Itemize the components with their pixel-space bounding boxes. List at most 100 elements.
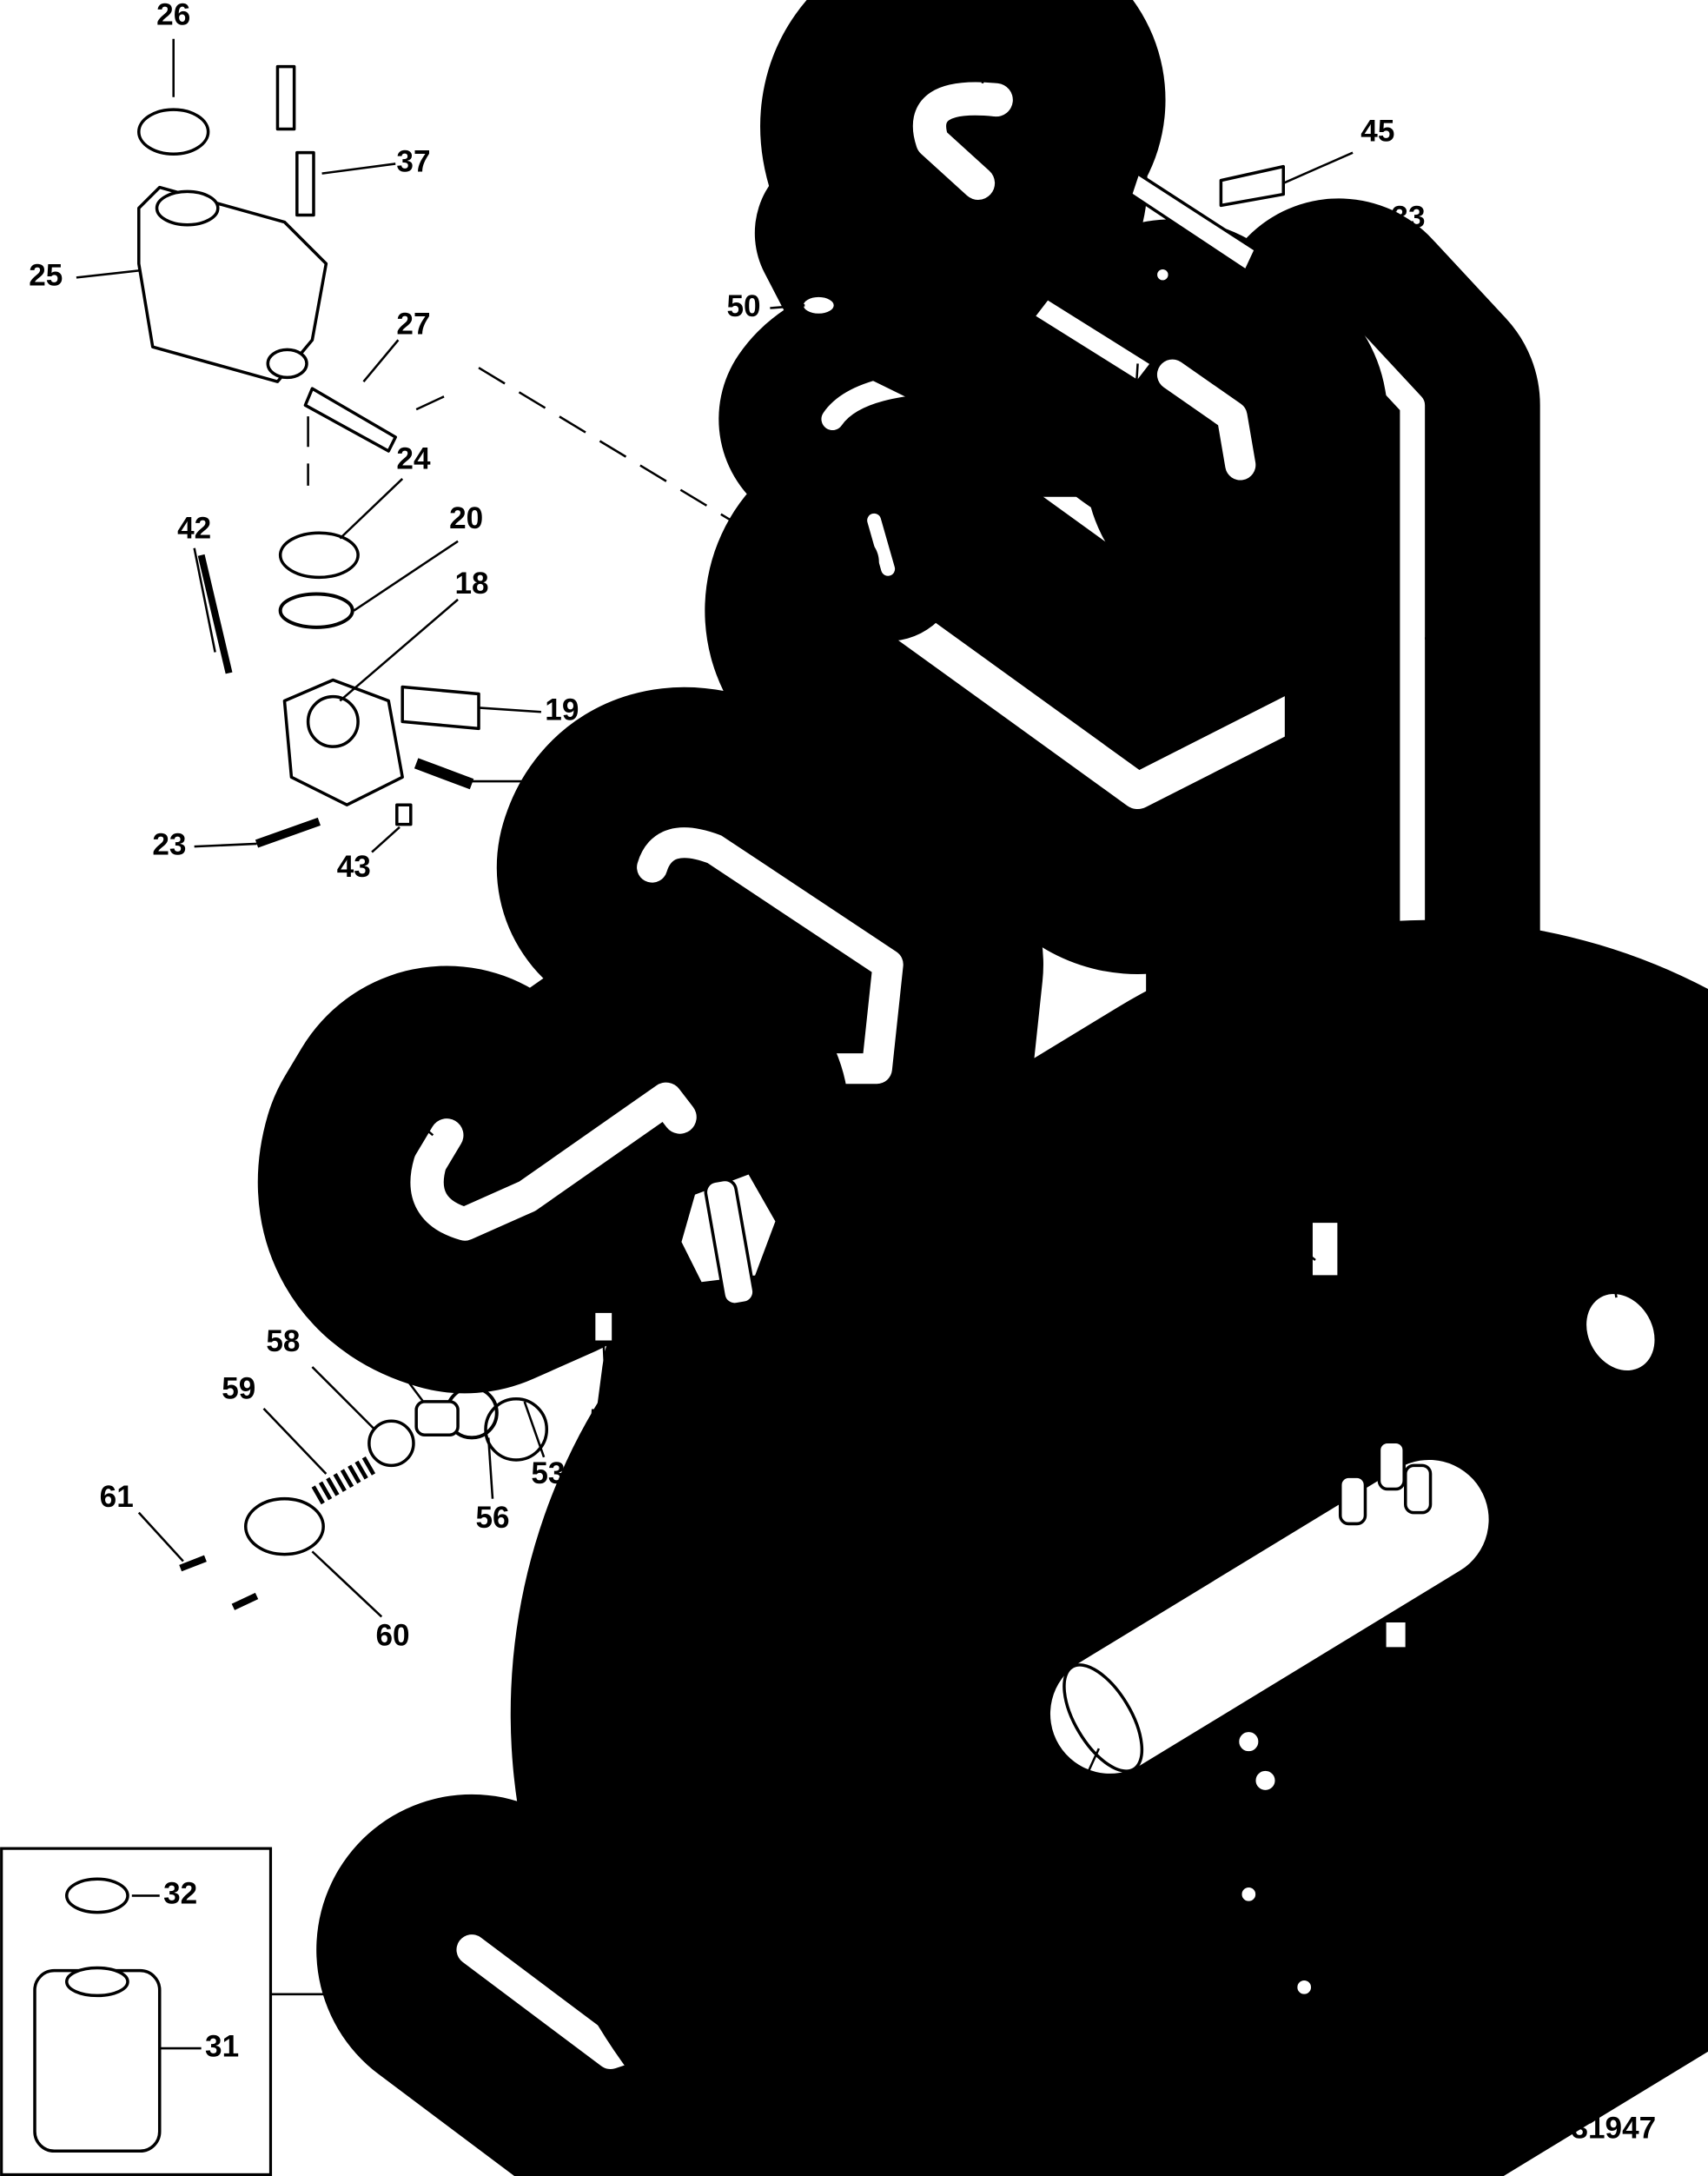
callout-number: 30 [362,1975,396,2009]
clamp-41 [1303,1323,1367,1370]
callout: 32 [131,1877,197,1911]
clamp-17 [898,1697,956,1739]
screw-61b [231,1592,259,1610]
callout: 1 [1032,1748,1101,1883]
callout-number: 2 [1539,1236,1556,1270]
callout-number: 65 [351,1054,385,1088]
callout-leader-line [637,1324,653,1396]
callout: 62 [1247,1199,1316,1262]
callout-number: 37 [396,145,430,179]
clamp-22-body-body [867,513,896,576]
callout-number: 15 [1509,1496,1543,1529]
callout-leader-line [637,894,712,959]
nut-13 [1600,1663,1612,1675]
callout: 4 [1674,1210,1691,1298]
callout-leader-line [915,415,979,439]
callout: 26 [156,0,190,97]
callout-number: 45 [1360,115,1394,149]
callout: 40 [976,3,1010,84]
callout-leader-line [487,1437,494,1499]
callout-number: 59 [222,1371,255,1405]
o-ring-64 [704,869,725,896]
callout-leader-line [1143,1797,1191,1830]
callout-number: 50 [727,289,761,323]
callout: 46 [1255,404,1343,438]
callout: 31 [159,2029,239,2063]
screw-4 [1656,1314,1688,1337]
screw-34 [1154,266,1172,283]
cooler-port [1338,1475,1367,1526]
callout-number: 38 [1239,1831,1273,1865]
housing-opening [306,694,360,748]
callout-leader-line [748,1983,820,2055]
callout: 48 [873,440,943,509]
callout-number: 7 [1209,1960,1227,1994]
callout-number: 44 [554,762,589,796]
callout-leader-line [339,598,459,702]
callout: 54 [637,1324,675,1430]
parts-drawing [33,0,1708,2176]
callout-leader-line [602,1343,608,1402]
callout: 20 [353,501,483,612]
callout-leader-line [381,1345,425,1403]
callout: 57 [344,1306,425,1403]
callout-number: 16 [823,2053,857,2087]
callout: 19 [478,693,579,727]
callout-leader-line [1612,1650,1665,1671]
sensor-42 [197,554,233,674]
callout: 50 [915,415,1019,456]
heat-exchanger-end-cap [1063,1663,1144,1773]
callout-number: 22 [758,659,791,693]
bolt-37b [295,150,315,217]
callout-number: 41 [1215,1271,1249,1305]
callout-leader-line [1608,1256,1618,1298]
clamp-50a [1008,120,1046,152]
screw-7 [1238,1884,1259,1905]
callout-number: 24 [396,441,431,475]
callout-leader-line [523,1401,546,1458]
callout: 43 [337,826,401,884]
callout: 8 [1314,1990,1380,2032]
callout-leader-line [471,1046,512,1100]
spring-59 [311,1456,377,1505]
callout: 18 [339,567,489,702]
callout-number: 50 [816,1503,850,1536]
clamp-50e [857,1417,918,1450]
callout-number: 53 [531,1456,565,1490]
callout-number: 20 [449,501,483,535]
callout-number: 11 [1639,1768,1672,1801]
callout-number: 55 [589,1403,623,1437]
callout: 66 [1111,363,1145,507]
callout-leader-line [1325,287,1413,295]
callout-number: 29 [1153,614,1187,647]
callout-leader-line [873,440,910,480]
fitting-62 [1309,1219,1341,1278]
callout: 51 [784,1227,897,1261]
plug-5 [1383,1619,1409,1650]
callout-number: 26 [156,0,190,31]
callout-number: 40 [976,3,1010,37]
callout: 63 [908,987,1013,1021]
callout-number: 34 [1208,315,1243,348]
callout: 25 [29,259,139,293]
hose-46-body [1156,359,1256,481]
cooler-port [1377,1440,1406,1491]
callout-leader-line [262,1408,328,1475]
callout-leader-line [790,588,841,660]
callout-number: 50 [1114,55,1148,89]
callout-number: 23 [152,827,186,861]
clamp-50b [1012,192,1050,224]
callout-number: 10 [1408,1796,1442,1830]
callout-number: 18 [455,567,489,600]
seal-20 [278,592,354,629]
clamp-50c [800,294,837,317]
callout-leader-line [1380,1927,1451,1979]
callout-leader-line [908,998,972,1008]
cap-32 [64,1877,129,1914]
callout-leader-line [1546,1277,1552,1330]
callout-labels: 2637252724201842194423432240504533353449… [29,0,1705,2087]
reservoir-cap-26 [137,108,210,156]
reservoir-31-neck [64,1966,129,1998]
callout-number: 28 [1010,1324,1043,1358]
